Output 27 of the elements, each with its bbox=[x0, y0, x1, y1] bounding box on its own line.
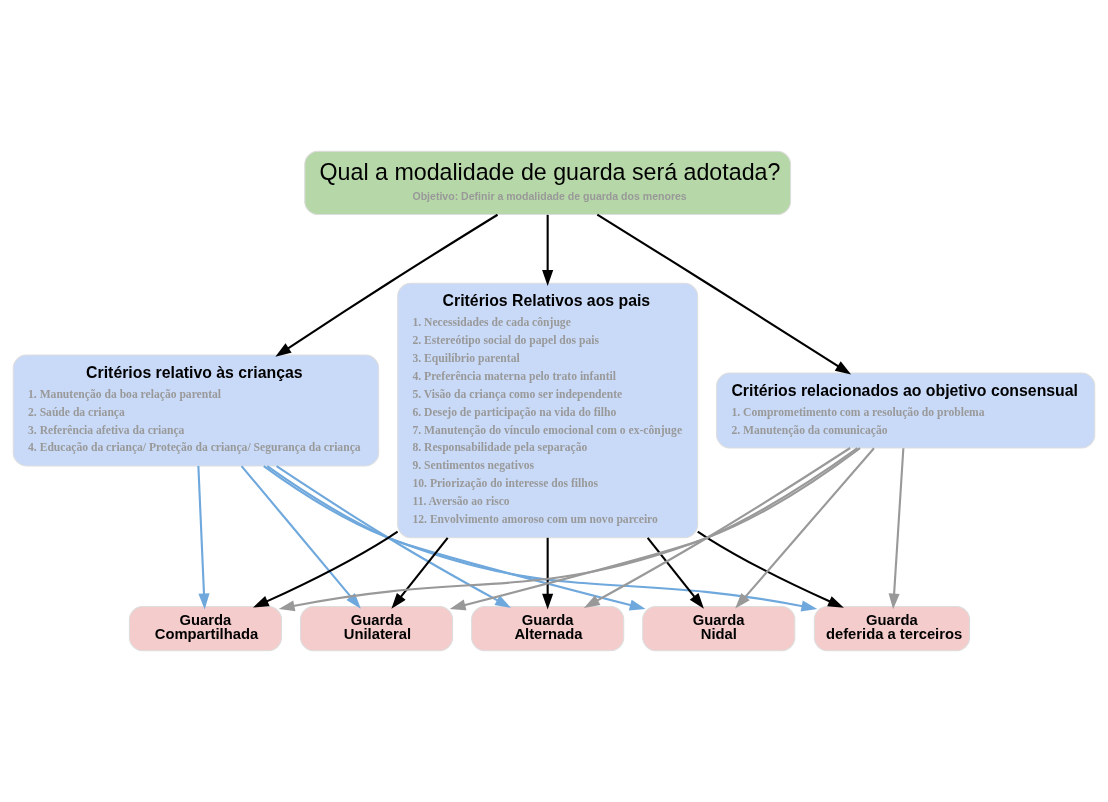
arrow bbox=[542, 214, 554, 286]
node-box: Critérios relacionados ao objetivo consensual 1. Comprometimento com a resolução do problema 2. Manutenção da comunicação bbox=[716, 372, 1096, 449]
arrow bbox=[735, 447, 875, 609]
arrow bbox=[888, 448, 905, 610]
node-box: Critérios Relativos aos pais 1. Necessidades de cada cônjuge 2. Estereótipo social do papel dos pais 3. Equilíbrio parental 4. Preferência materna pelo trato infantil 5. Visão da criança como ser independente 6. Desejo de participação na vida do filho 7. Manutenção do vínculo emocional com o ex-cônjuge 8. Responsabilidade pela separação 9. Sentimentos negativos 10. Priorização do interesse dos filhos 11. Aversão ao risco 12. Envolvimento amoroso com um novo parceiro bbox=[397, 282, 699, 539]
arrow bbox=[275, 465, 512, 608]
arrow bbox=[596, 213, 852, 375]
arrow bbox=[263, 465, 818, 612]
node-box: Qual a modalidade de guarda será adotada? Objetivo: Definir a modalidade de guarda dos menores bbox=[304, 150, 792, 216]
arrow bbox=[449, 447, 859, 611]
node-box: Guarda Compartilhada bbox=[128, 605, 283, 652]
arrow bbox=[697, 530, 844, 608]
arrow bbox=[240, 465, 361, 609]
arrow bbox=[583, 447, 851, 608]
arrow bbox=[542, 537, 554, 610]
node-box: Guarda Unilateral bbox=[300, 605, 454, 652]
node-box: Guarda Nidal bbox=[642, 605, 796, 652]
arrow bbox=[197, 466, 210, 610]
node-box: Guarda deferida a terceiros bbox=[813, 605, 971, 652]
arrow bbox=[391, 537, 449, 609]
arrow bbox=[252, 530, 399, 608]
arrow bbox=[278, 447, 861, 612]
arrow bbox=[275, 213, 499, 357]
arrow bbox=[266, 465, 646, 611]
node-box: Guarda Alternada bbox=[471, 605, 625, 652]
arrow bbox=[646, 537, 704, 609]
node-box: Critérios relativo às crianças 1. Manutenção da boa relação parental 2. Saúde da criança 3. Referência afetiva da criança 4. Educação da criança/ Proteção da criança/ Segurança da criança bbox=[12, 354, 380, 467]
